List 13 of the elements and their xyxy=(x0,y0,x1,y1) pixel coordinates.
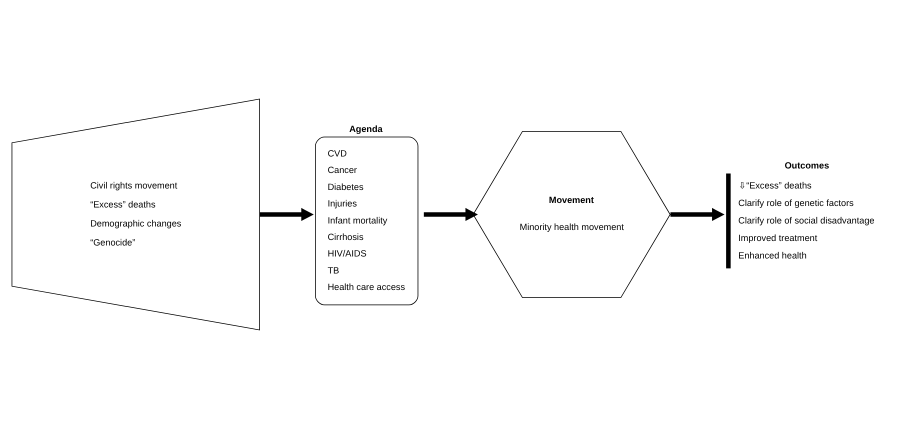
node-label: Enhanced health xyxy=(738,250,807,260)
arrow xyxy=(670,207,725,221)
node-label: Outcomes xyxy=(784,160,830,170)
arrow xyxy=(424,207,478,221)
node-label: Clarify role of genetic factors xyxy=(738,197,854,208)
node-box xyxy=(726,172,731,268)
node-label: ⇩“Excess” deaths xyxy=(738,180,812,190)
node-box: Civil rights movement “Excess” deaths Demographic changes “Genocide” xyxy=(12,98,260,330)
node-box: CVD Cancer Diabetes Injuries Infant mortality Cirrhosis HIV/AIDS TB Health care access xyxy=(315,136,418,305)
node-label: Clarify role of social disadvantage xyxy=(738,214,874,225)
node-label: Improved treatment xyxy=(738,232,818,242)
arrow xyxy=(260,207,314,221)
node-label: Agenda xyxy=(349,124,383,134)
